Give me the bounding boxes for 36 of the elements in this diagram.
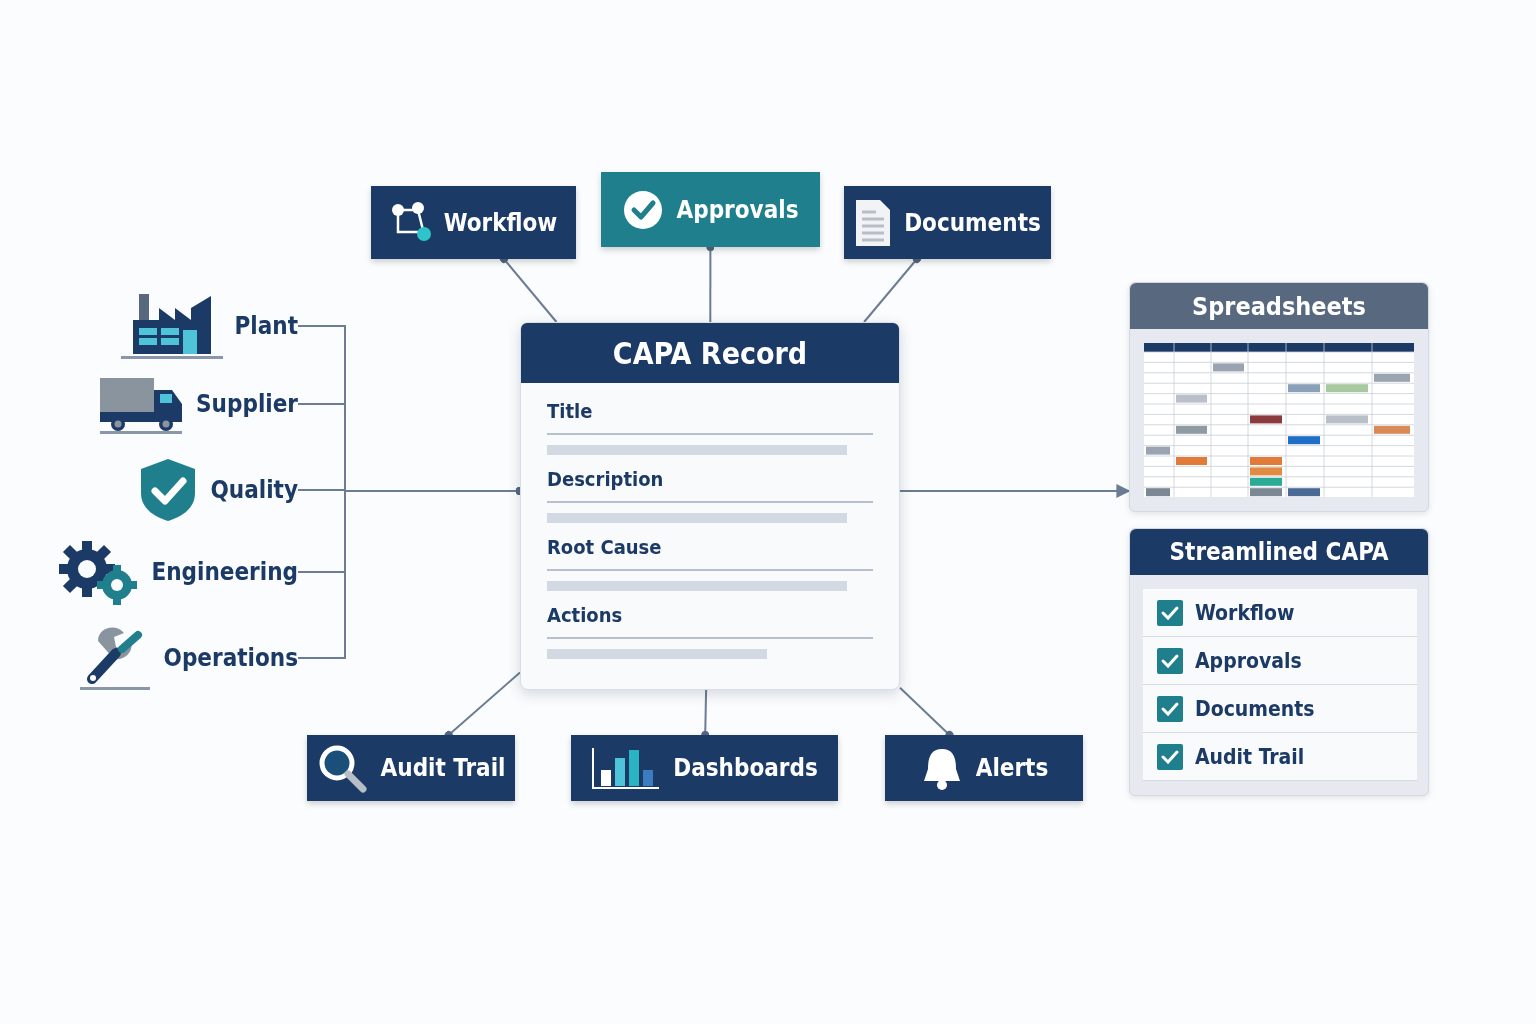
arrow (899, 484, 1131, 498)
checklist-label: Workflow (1195, 600, 1295, 625)
node-label: Operations (163, 644, 298, 672)
feature-box (844, 186, 1051, 259)
checklist-row (1143, 637, 1417, 685)
checklist-panel (1129, 528, 1429, 796)
record-card (520, 322, 900, 690)
spreadsheet-panel (1129, 282, 1429, 512)
box-label: Dashboards (673, 754, 818, 782)
field-label: Root Cause (547, 535, 662, 559)
box-label: Documents (904, 208, 1041, 237)
feature-box (371, 186, 576, 259)
feature-box (885, 735, 1083, 801)
node-label: Supplier (196, 390, 298, 418)
checklist-label: Approvals (1195, 648, 1302, 673)
feature-box (601, 172, 820, 247)
panel-title: Streamlined CAPA (1169, 538, 1389, 566)
card-title: CAPA Record (612, 335, 808, 371)
panel-title: Spreadsheets (1192, 291, 1366, 321)
field-label: Description (547, 467, 664, 491)
checklist-row (1143, 685, 1417, 733)
node-label: Plant (234, 312, 298, 340)
box-label: Approvals (676, 195, 799, 224)
box-label: Alerts (975, 754, 1049, 782)
field-label: Actions (547, 603, 623, 627)
feature-box (307, 735, 515, 801)
checklist-row (1143, 589, 1417, 637)
box-label: Workflow (443, 208, 558, 237)
checklist-row (1143, 733, 1417, 781)
node-label: Engineering (151, 558, 298, 586)
field-label: Title (547, 399, 593, 423)
checklist-label: Audit Trail (1195, 744, 1305, 769)
node-label: Quality (210, 476, 298, 504)
box-label: Audit Trail (380, 754, 506, 782)
checklist-label: Documents (1195, 696, 1315, 721)
feature-box (571, 735, 838, 801)
